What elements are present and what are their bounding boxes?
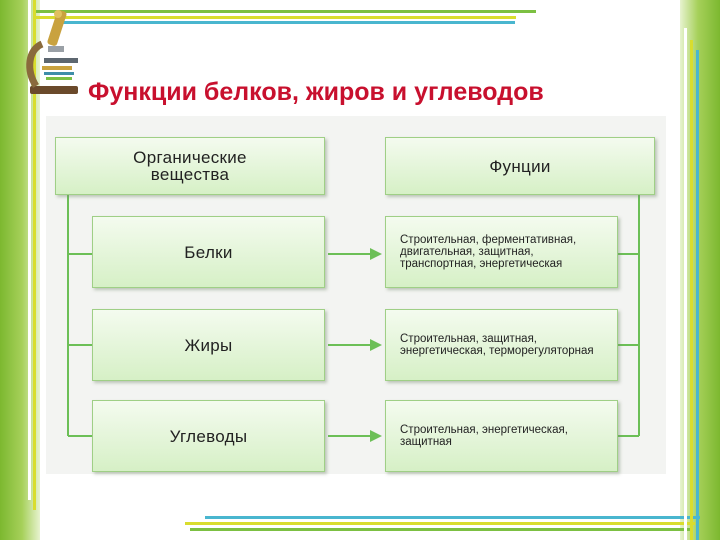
functions-label: Строительная, ферментативная, двигательн… (400, 234, 577, 270)
functions-box-proteins: Строительная, ферментативная, двигательн… (385, 216, 618, 288)
functions-label: Строительная, энергетическая, защитная (400, 424, 568, 448)
right-decor-line-blue (696, 50, 699, 540)
substance-label: Белки (184, 242, 233, 262)
substance-label: Углеводы (169, 426, 248, 446)
arrow-row-2 (328, 339, 382, 351)
arrow-row-1 (328, 248, 382, 260)
top-decor-line-yellow (36, 16, 516, 19)
arrow-row-3 (328, 430, 382, 442)
functions-label: Строительная, защитная, энергетическая, … (400, 333, 594, 357)
right-decor-line-yellow (690, 40, 693, 540)
header-organic-substances-label: Органические вещества (133, 148, 247, 184)
substance-label: Жиры (184, 335, 233, 355)
top-decor-line-green (36, 10, 536, 13)
bottom-decor-line-blue (205, 516, 700, 519)
functions-box-fats: Строительная, защитная, энергетическая, … (385, 309, 618, 381)
left-decor-line-yellow (33, 0, 36, 510)
substance-box-fats: Жиры (92, 309, 325, 381)
microscope-icon (26, 10, 78, 94)
header-functions-label: Фунции (489, 156, 551, 176)
left-decor-line-white (28, 0, 31, 500)
substance-box-proteins: Белки (92, 216, 325, 288)
bottom-decor-line-green (190, 528, 690, 531)
right-decor-line-white (684, 28, 687, 540)
header-organic-substances: Органические вещества (55, 137, 325, 195)
substance-box-carbohydrates: Углеводы (92, 400, 325, 472)
bottom-decor-line-yellow (185, 522, 695, 525)
top-decor-line-blue (60, 21, 515, 24)
functions-box-carbohydrates: Строительная, энергетическая, защитная (385, 400, 618, 472)
header-functions: Фунции (385, 137, 655, 195)
slide-title: Функции белков, жиров и углеводов (88, 78, 544, 106)
